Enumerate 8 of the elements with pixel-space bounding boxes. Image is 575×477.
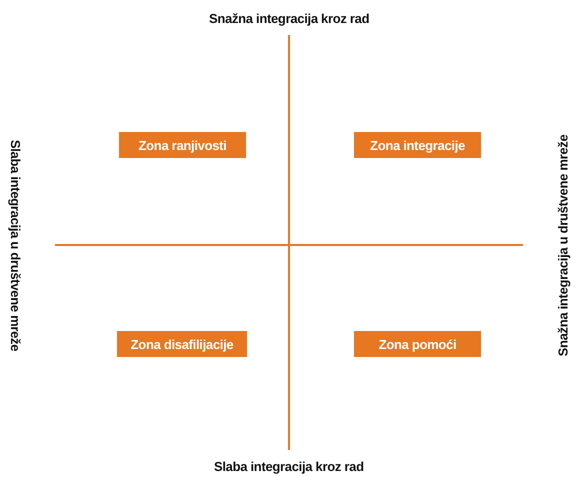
zone-label: Zona disafilijacije [117,331,247,357]
zone-label: Zona integracije [354,132,481,158]
zone-label: Zona ranjivosti [119,132,246,158]
zone-label: Zona pomoći [354,331,481,357]
axis-label: Slaba integracija kroz rad [214,458,364,474]
axis-label: Snažna integracija u društvene mreže [555,134,570,356]
axis-label: Slaba integracija u društvene mreže [8,139,23,351]
axis-label: Snažna integracija kroz rad [209,10,370,26]
